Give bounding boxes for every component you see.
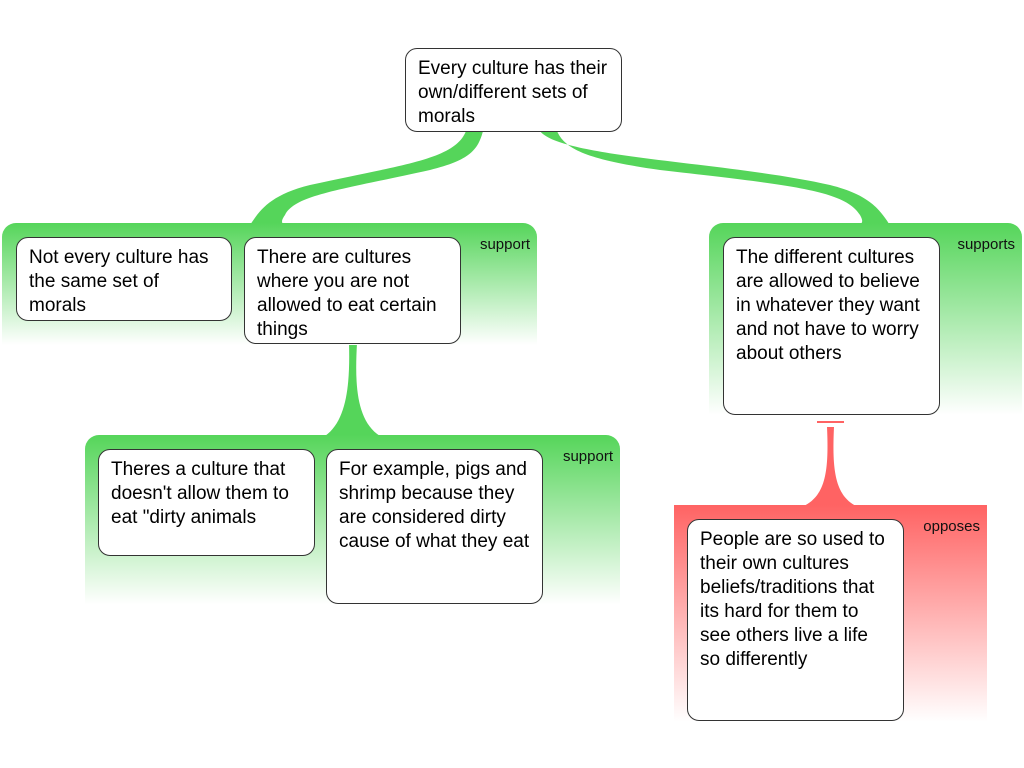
relation-label-supports: supports [957,236,1015,253]
relation-label-support: support [479,236,530,253]
relation-label-support: support [562,448,613,465]
claim-dirty-animals[interactable]: Theres a culture that doesn't allow them… [98,449,315,556]
claim-different-cultures-allowed-to-believe[interactable]: The different cultures are allowed to be… [723,237,940,415]
connector-root-to-left-group [250,131,483,225]
connector-believe-to-oppose-group [804,427,856,506]
claim-cultures-not-allowed-to-eat[interactable]: There are cultures where you are not all… [244,237,461,344]
claim-pigs-and-shrimp[interactable]: For example, pigs and shrimp because the… [326,449,543,604]
claim-people-used-to-own-cultures[interactable]: People are so used to their own cultures… [687,519,904,721]
relation-label-opposes: opposes [923,518,980,535]
root-claim[interactable]: Every culture has their own/different se… [405,48,622,132]
oppose-marker-bar [817,421,844,423]
claim-not-every-culture[interactable]: Not every culture has the same set of mo… [16,237,232,321]
connector-root-to-right-group [540,131,890,225]
connector-eat-to-example-group [325,343,380,436]
